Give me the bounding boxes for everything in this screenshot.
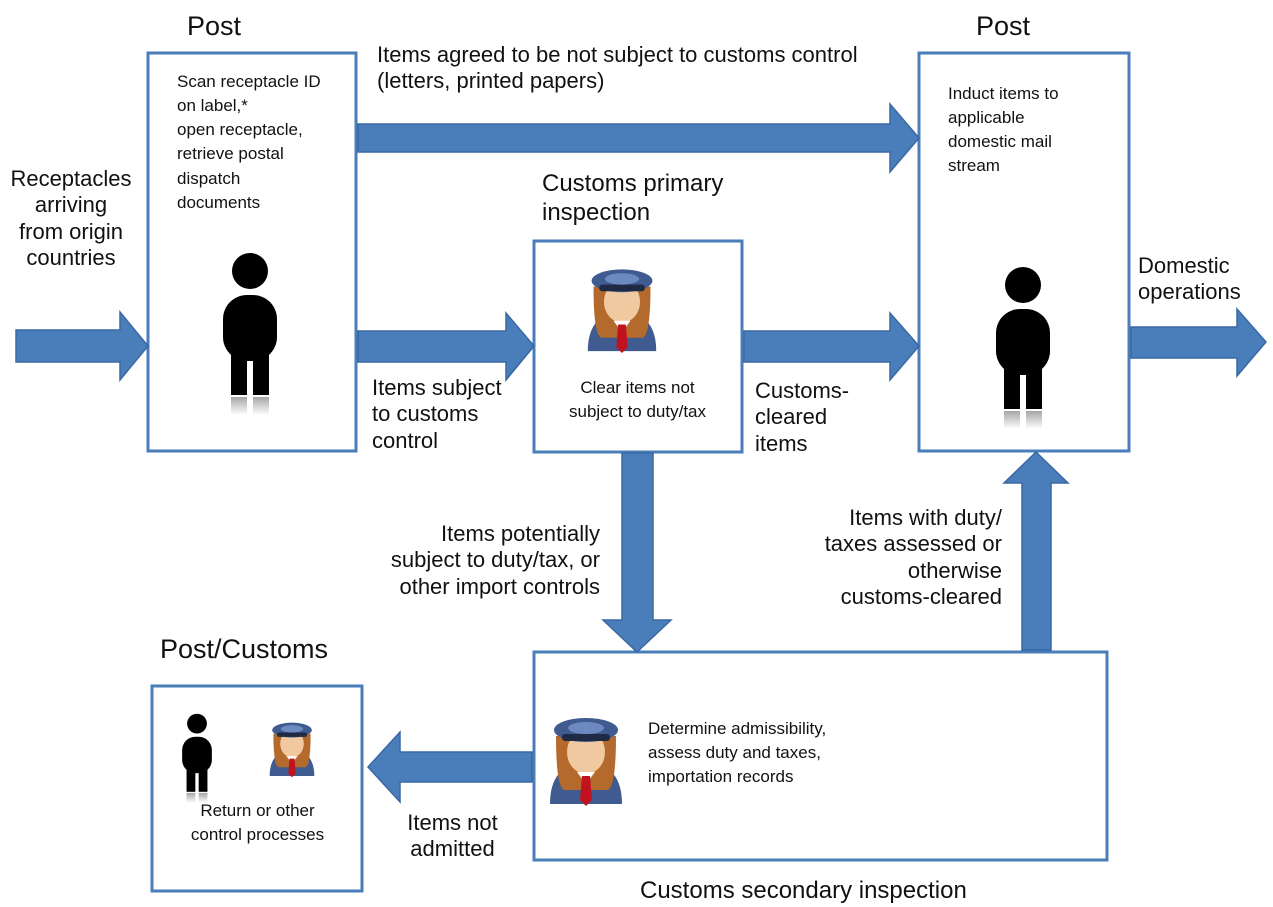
post-right-header: Post xyxy=(976,11,1031,41)
customs-officer-icon xyxy=(587,269,657,353)
cleared-label: Customs- cleared items xyxy=(755,378,850,456)
primary-inspection-header: Customs primary inspection xyxy=(542,170,724,226)
primary-inspection-text: Clear items not subject to duty/tax xyxy=(568,378,707,422)
domestic-label: Domestic operations xyxy=(1138,253,1241,305)
post-left-header: Post xyxy=(187,11,242,41)
post-right-box xyxy=(917,51,1131,453)
arrow-subject xyxy=(357,310,535,383)
post-customs-box xyxy=(150,684,364,893)
secondary-inspection-header: Customs secondary inspection xyxy=(640,877,967,904)
customs-officer-icon xyxy=(269,722,315,778)
duty-assessed-label: Items with duty/ taxes assessed or other… xyxy=(824,505,1002,610)
secondary-inspection-box xyxy=(532,650,1109,862)
post-right-text: Induct items to applicable domestic mail… xyxy=(948,84,1059,176)
potentially-subject-label: Items potentially subject to duty/tax, o… xyxy=(390,521,600,599)
post-left-box xyxy=(146,51,358,453)
secondary-inspection-text: Determine admissibility, assess duty and… xyxy=(648,719,827,787)
post-customs-header: Post/Customs xyxy=(160,634,329,664)
not-admitted-label: Items not admitted xyxy=(407,810,498,862)
receptacles-label: Receptacles arriving from origin countri… xyxy=(10,166,132,271)
arrow-domestic-out xyxy=(1130,307,1267,379)
customs-officer-icon xyxy=(550,718,622,806)
arrow-not-admitted xyxy=(366,730,533,804)
arrow-potentially-subject xyxy=(601,452,673,654)
post-left-text: Scan receptacle ID on label,* open recep… xyxy=(177,72,321,212)
arrow-not-subject xyxy=(357,101,920,175)
arrow-customs-cleared xyxy=(743,311,920,383)
arrow-receptacles-in xyxy=(15,309,149,383)
subject-label: Items subject to customs control xyxy=(372,375,502,453)
arrow-duty-assessed xyxy=(1002,450,1070,651)
post-customs-text: Return or other control processes xyxy=(190,801,325,845)
not-subject-label: Items agreed to be not subject to custom… xyxy=(377,42,858,94)
